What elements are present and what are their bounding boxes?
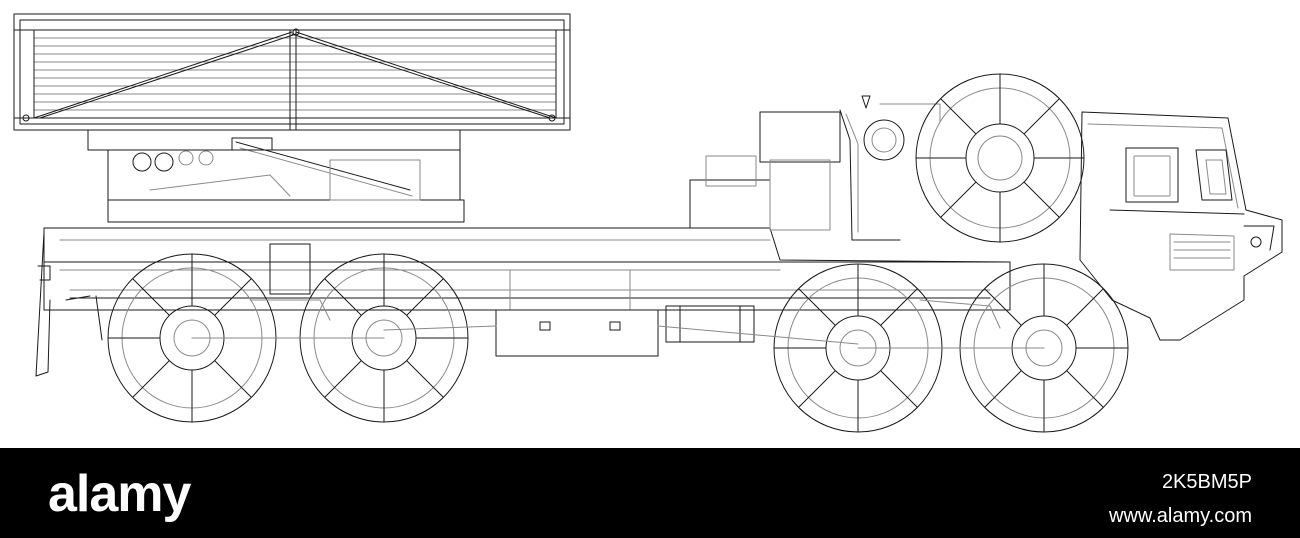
mid-components — [689, 95, 941, 241]
chassis-frame — [35, 227, 1011, 377]
launcher-pod — [13, 13, 571, 131]
cab — [1079, 111, 1283, 341]
site-url-label: www.alamy.com — [1109, 505, 1252, 527]
alamy-logo: alamy — [48, 465, 191, 523]
image-id-label: 2K5BM5P — [1161, 471, 1252, 493]
spare-wheel — [915, 73, 1085, 243]
drivetrain — [191, 299, 1045, 349]
launcher-base — [87, 129, 465, 223]
footer-bar: alamy 2K5BM5P www.alamy.com — [0, 448, 1300, 538]
wireframe-truck-illustration — [13, 13, 1283, 433]
